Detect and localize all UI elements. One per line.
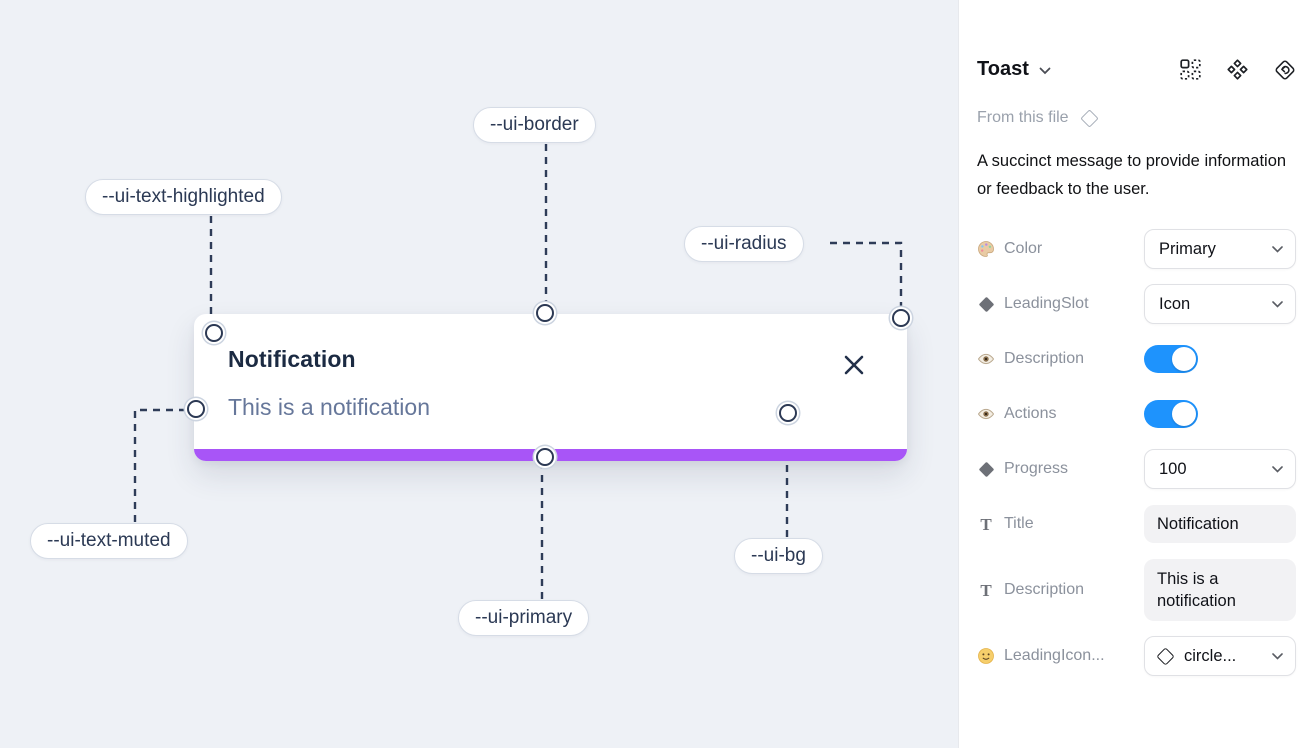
toast-description: This is a notification: [228, 394, 430, 420]
eye-icon: [977, 350, 995, 368]
property-label: Description: [1004, 581, 1085, 598]
component-description: A succinct message to provide informatio…: [977, 152, 1287, 198]
diamond-outline-icon: [1156, 646, 1175, 666]
text-icon: T: [980, 514, 992, 534]
toast-title: Notification: [228, 346, 356, 372]
chevron-down-icon: [1272, 245, 1283, 253]
color-select[interactable]: Primary: [1144, 229, 1296, 269]
component-name[interactable]: Toast: [977, 58, 1029, 80]
variants-grid-icon[interactable]: [1180, 59, 1201, 80]
property-row-progress: Progress 100: [977, 449, 1296, 489]
chevron-down-icon: [1272, 652, 1283, 660]
property-row-title: T Title Notification: [977, 504, 1296, 544]
component-icon[interactable]: [1227, 59, 1248, 80]
eye-icon: [977, 405, 995, 423]
properties-panel: Toast From this file A: [958, 0, 1312, 748]
annotation-label-ui-primary[interactable]: --ui-primary: [458, 600, 590, 636]
connector-dot-ui-radius[interactable]: [892, 309, 910, 327]
property-row-color: Color Primary: [977, 229, 1296, 269]
annotation-label-ui-border[interactable]: --ui-border: [473, 107, 596, 143]
design-canvas: Notification This is a notification --ui…: [30, 107, 910, 636]
annotation-label-ui-text-muted[interactable]: --ui-text-muted: [30, 523, 188, 559]
connector-dot-ui-primary[interactable]: [536, 448, 554, 466]
actions-toggle[interactable]: [1144, 400, 1198, 428]
annotation-label-ui-text-highlighted[interactable]: --ui-text-highlighted: [85, 179, 282, 215]
property-row-description-toggle: Description: [977, 339, 1296, 379]
smiley-icon: [977, 647, 995, 665]
property-row-description-text: T Description This is a notification: [977, 559, 1296, 621]
progress-select[interactable]: 100: [1144, 449, 1296, 489]
diamond-outline-icon: [1079, 108, 1099, 128]
annotation-label-ui-radius[interactable]: --ui-radius: [684, 226, 804, 262]
property-label: Color: [1004, 240, 1043, 257]
property-row-actions-toggle: Actions: [977, 394, 1296, 434]
toggle-knob: [1172, 402, 1196, 426]
property-label: LeadingIcon...: [1004, 647, 1105, 664]
swap-instance-icon[interactable]: [1274, 59, 1296, 81]
description-input[interactable]: This is a notification: [1144, 559, 1296, 621]
chevron-down-icon: [1272, 300, 1283, 308]
property-row-leadingslot: LeadingSlot Icon: [977, 284, 1296, 324]
description-toggle[interactable]: [1144, 345, 1198, 373]
palette-icon: [977, 240, 995, 258]
source-row: From this file: [977, 108, 1296, 128]
property-label: Actions: [1004, 405, 1057, 422]
property-label: Title: [1004, 515, 1034, 532]
property-label: LeadingSlot: [1004, 295, 1089, 312]
properties-list: Color Primary LeadingSlot Icon: [977, 229, 1296, 676]
diamond-icon: [977, 295, 995, 313]
leadingslot-select[interactable]: Icon: [1144, 284, 1296, 324]
close-icon[interactable]: [843, 354, 865, 376]
connector-dot-ui-border[interactable]: [536, 304, 554, 322]
text-icon: T: [980, 580, 992, 600]
source-label: From this file: [977, 109, 1069, 126]
annotation-label-ui-bg[interactable]: --ui-bg: [734, 538, 823, 574]
property-label: Progress: [1004, 460, 1069, 477]
leadingicon-select[interactable]: circle...: [1144, 636, 1296, 676]
toggle-knob: [1172, 347, 1196, 371]
diamond-icon: [977, 460, 995, 478]
chevron-down-icon: [1272, 465, 1283, 473]
title-input[interactable]: Notification: [1144, 505, 1296, 543]
property-label: Description: [1004, 350, 1085, 367]
connector-dot-ui-text-highlighted[interactable]: [205, 324, 223, 342]
connector-dot-ui-text-muted[interactable]: [187, 400, 205, 418]
connector-dot-ui-bg[interactable]: [779, 404, 797, 422]
property-row-leadingicon: LeadingIcon... circle...: [977, 636, 1296, 676]
toast-component-preview[interactable]: Notification This is a notification: [194, 314, 907, 461]
connector-line-ui-radius: [830, 241, 903, 306]
connector-line-ui-text-muted: [133, 408, 184, 522]
panel-header: Toast: [977, 58, 1296, 81]
chevron-down-icon[interactable]: [1039, 67, 1051, 75]
